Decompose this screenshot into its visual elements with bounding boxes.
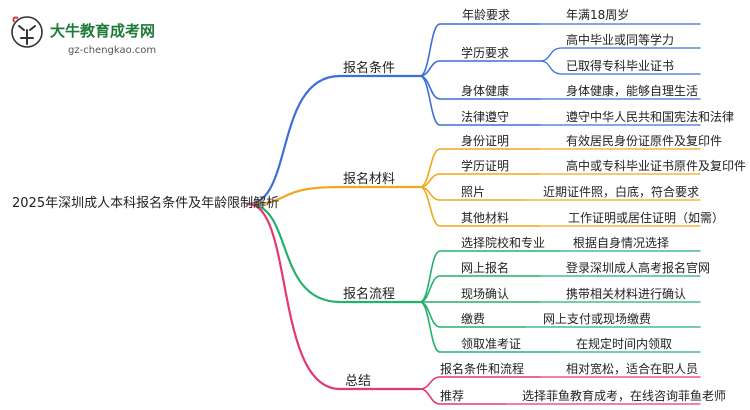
connector-process-item-1 [419, 275, 541, 303]
leaf-edu-proof: 高中或专科毕业证书原件及复印件 [566, 159, 747, 173]
node-summary-conditions: 报名条件和流程 [440, 362, 525, 376]
node-law: 法律遵守 [461, 110, 510, 124]
leaf-photo: 近期证件照，白底，符合要求 [543, 185, 700, 199]
connector-conditions-item-1 [419, 60, 541, 77]
leaf-choose: 根据自身情况选择 [573, 236, 670, 250]
node-other: 其他材料 [461, 211, 510, 225]
branch-conditions: 报名条件 [343, 61, 396, 76]
leaf-education-2: 已取得专科毕业证书 [566, 59, 675, 73]
node-recommend: 推荐 [440, 389, 465, 403]
connector-conditions-item-0 [419, 23, 541, 77]
leaf-pay: 网上支付或现场缴费 [543, 312, 652, 326]
leaf-education-1: 高中毕业或同等学力 [566, 33, 675, 47]
branch-materials: 报名材料 [343, 172, 396, 187]
node-choose: 选择院校和专业 [461, 236, 546, 250]
node-ticket: 领取准考证 [461, 337, 522, 351]
leaf-law: 遵守中华人民共和国宪法和法律 [566, 110, 735, 124]
node-id-proof: 身份证明 [461, 134, 510, 148]
connector-materials-item-1 [419, 173, 541, 188]
connector-root-materials [246, 185, 422, 206]
node-education: 学历要求 [461, 46, 510, 60]
node-photo: 照片 [461, 185, 486, 199]
leaf-recommend: 选择菲鱼教育成考，在线咨询菲鱼老师 [522, 389, 727, 403]
leaf-confirm: 携带相关材料进行确认 [566, 287, 687, 301]
connector-summary-item-1 [419, 388, 506, 405]
connector-materials-item-0 [419, 148, 541, 188]
connector-root-process [246, 202, 422, 304]
root-topic: 2025年深圳成人本科报名条件及年龄限制解析 [12, 196, 280, 211]
connector-summary-item-0 [419, 376, 541, 390]
connector-root-conditions [246, 74, 422, 206]
leaf-health: 身体健康，能够自理生活 [566, 84, 699, 98]
connector-conditions-item-1-leaf-0 [539, 47, 701, 62]
leaf-id-proof: 有效居民身份证原件及复印件 [566, 134, 723, 148]
connector-conditions-item-1-leaf-1 [539, 60, 701, 75]
site-logo: 大牛教育成考网 gz-chengkao.com [10, 8, 210, 56]
connector-materials-item-3 [419, 186, 541, 227]
leaf-age: 年满18周岁 [566, 8, 630, 22]
connector-process-item-4 [419, 301, 561, 353]
leaf-summary-conditions: 相对宽松，适合在职人员 [566, 362, 699, 376]
node-health: 身体健康 [461, 84, 510, 98]
bull-logo-icon [11, 16, 43, 48]
node-online: 网上报名 [461, 261, 510, 275]
branch-summary: 总结 [345, 374, 372, 389]
site-url: gz-chengkao.com [68, 45, 157, 56]
node-pay: 缴费 [461, 312, 486, 326]
connector-root-summary [246, 202, 422, 391]
site-title: 大牛教育成考网 [50, 22, 156, 40]
connector-conditions-item-3 [419, 75, 541, 126]
node-edu-proof: 学历证明 [461, 159, 510, 173]
node-age: 年龄要求 [462, 8, 511, 22]
leaf-ticket: 在规定时间内领取 [576, 337, 673, 351]
leaf-online: 登录深圳成人高考报名官网 [566, 261, 711, 275]
leaf-other: 工作证明或居住证明（如需） [568, 211, 725, 225]
node-confirm: 现场确认 [461, 287, 510, 301]
branch-process: 报名流程 [343, 287, 396, 302]
